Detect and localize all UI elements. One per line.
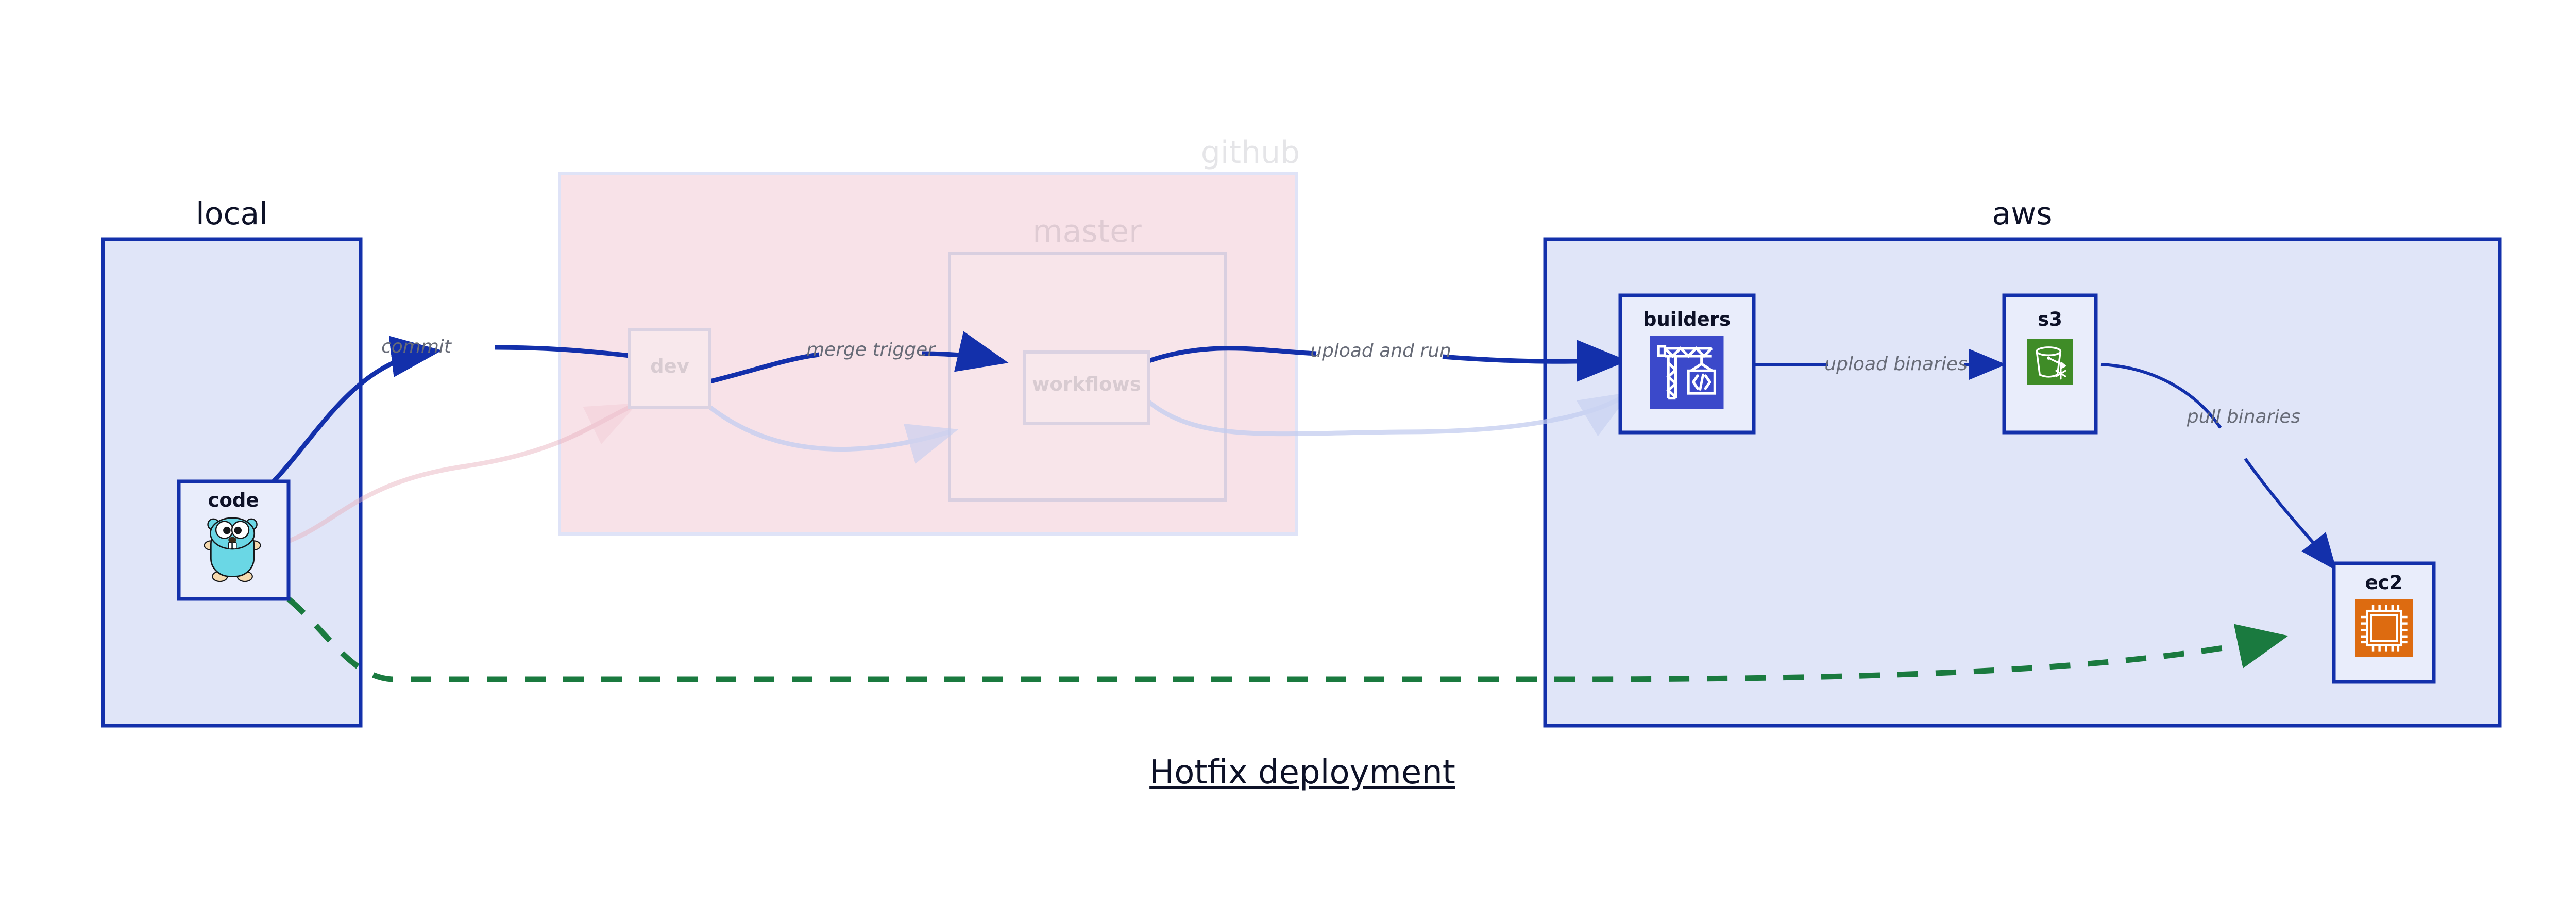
- edge-code-to-ec2-dashed: [286, 596, 2289, 682]
- edge-s3-to-ec2: pull binaries: [2100, 363, 2337, 571]
- cpu-chip-icon: [2355, 599, 2413, 657]
- node-ec2[interactable]: ec2: [2332, 561, 2436, 684]
- crane-code-icon: [1650, 336, 1724, 409]
- code-node-label: code: [208, 489, 259, 511]
- s3-bucket-icon: [2026, 338, 2074, 386]
- node-workflows[interactable]: workflows: [1023, 350, 1150, 425]
- edge-dev-to-workflows: merge trigger: [709, 331, 1009, 384]
- edge-ghost-dev-workflows: [708, 405, 959, 464]
- node-dev[interactable]: dev: [628, 328, 711, 409]
- diagram-title: Hotfix deployment: [1149, 754, 1455, 792]
- edge-label-upload-binaries: upload binaries: [1824, 354, 1968, 375]
- edge-code-to-dev: commit: [271, 336, 630, 484]
- edge-label-merge-trigger: merge trigger: [806, 339, 936, 360]
- local-group-label: local: [196, 196, 268, 232]
- edge-ghost-workflows-builders: [1147, 392, 1631, 437]
- aws-group-label: aws: [1992, 196, 2052, 232]
- edge-ghost-code-dev: [287, 403, 638, 544]
- node-builders[interactable]: builders: [1618, 293, 1756, 435]
- node-code[interactable]: code: [177, 479, 291, 601]
- group-local[interactable]: local: [101, 196, 363, 728]
- workflows-node-box[interactable]: [1023, 350, 1150, 425]
- edge-label-commit: commit: [381, 336, 452, 357]
- ec2-node-label: ec2: [2365, 572, 2403, 594]
- master-group-label: master: [1032, 213, 1142, 249]
- edge-label-upload-and-run: upload and run: [1310, 340, 1451, 361]
- edge-builders-to-s3: upload binaries: [1754, 349, 2006, 380]
- dev-node-box[interactable]: [628, 328, 711, 409]
- edge-workflows-to-builders: upload and run: [1148, 340, 1628, 382]
- github-group-label: github: [1201, 135, 1300, 171]
- workflows-node-label: workflows: [1032, 373, 1141, 395]
- dev-node-label: dev: [650, 355, 689, 377]
- builders-node-label: builders: [1643, 308, 1731, 330]
- s3-node-label: s3: [2038, 308, 2062, 330]
- edge-label-pull-binaries: pull binaries: [2187, 406, 2301, 427]
- node-s3[interactable]: s3: [2002, 293, 2098, 435]
